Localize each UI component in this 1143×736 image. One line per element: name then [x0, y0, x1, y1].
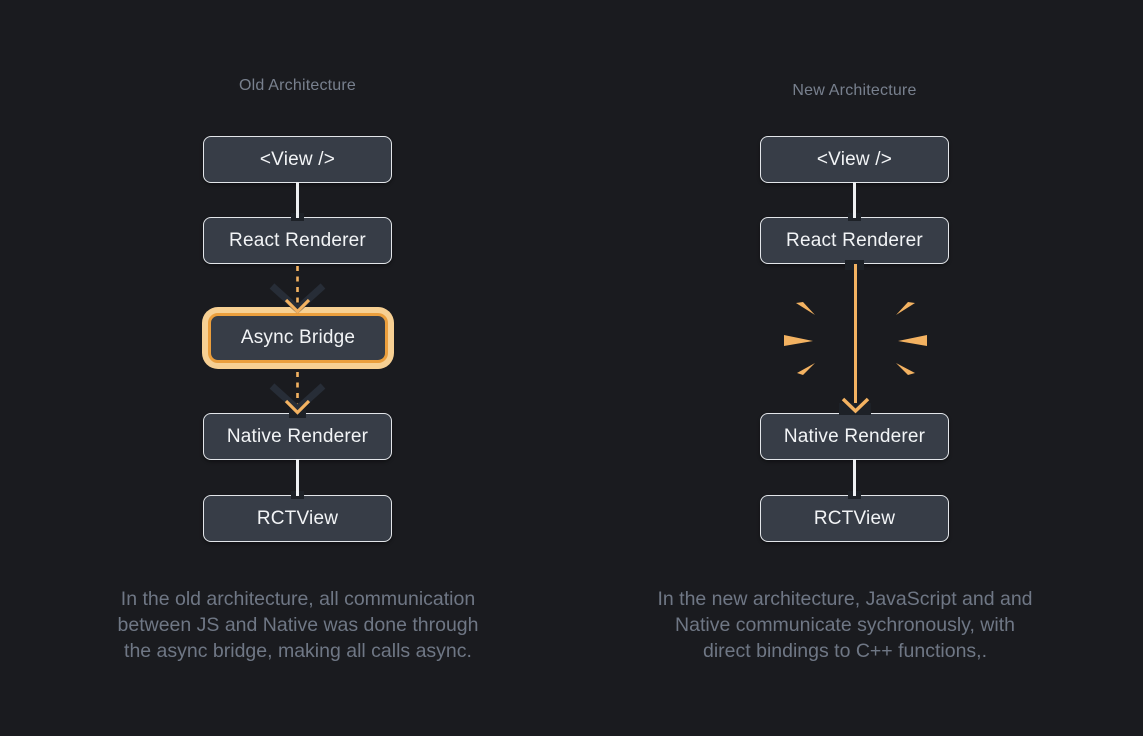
old-async-bridge-box: Async Bridge: [208, 313, 388, 363]
sync-arrow-with-burst-icon: [784, 264, 927, 415]
new-native-renderer-box: Native Renderer: [760, 413, 949, 460]
new-rctview-box: RCTView: [760, 495, 949, 542]
connector-line: [296, 459, 299, 496]
old-architecture-title: Old Architecture: [238, 77, 357, 94]
connector-line: [296, 182, 299, 218]
new-view-box: <View />: [760, 136, 949, 183]
burst-spark: [797, 363, 815, 375]
new-architecture-caption: In the new architecture, JavaScript and …: [657, 588, 1033, 662]
async-dashed-arrow-icon: [269, 266, 326, 314]
burst-spark: [784, 335, 813, 346]
old-react-renderer-box: React Renderer: [203, 217, 392, 264]
new-architecture-title: New Architecture: [792, 82, 917, 99]
burst-spark: [796, 302, 815, 315]
old-architecture-caption: In the old architecture, all communicati…: [117, 588, 479, 662]
connector-line: [853, 182, 856, 218]
burst-spark: [898, 335, 927, 346]
connector-line: [853, 459, 856, 496]
async-dashed-arrow-icon: [269, 372, 326, 418]
burst-spark: [896, 363, 915, 375]
new-react-renderer-box: React Renderer: [760, 217, 949, 264]
burst-spark: [896, 302, 915, 315]
